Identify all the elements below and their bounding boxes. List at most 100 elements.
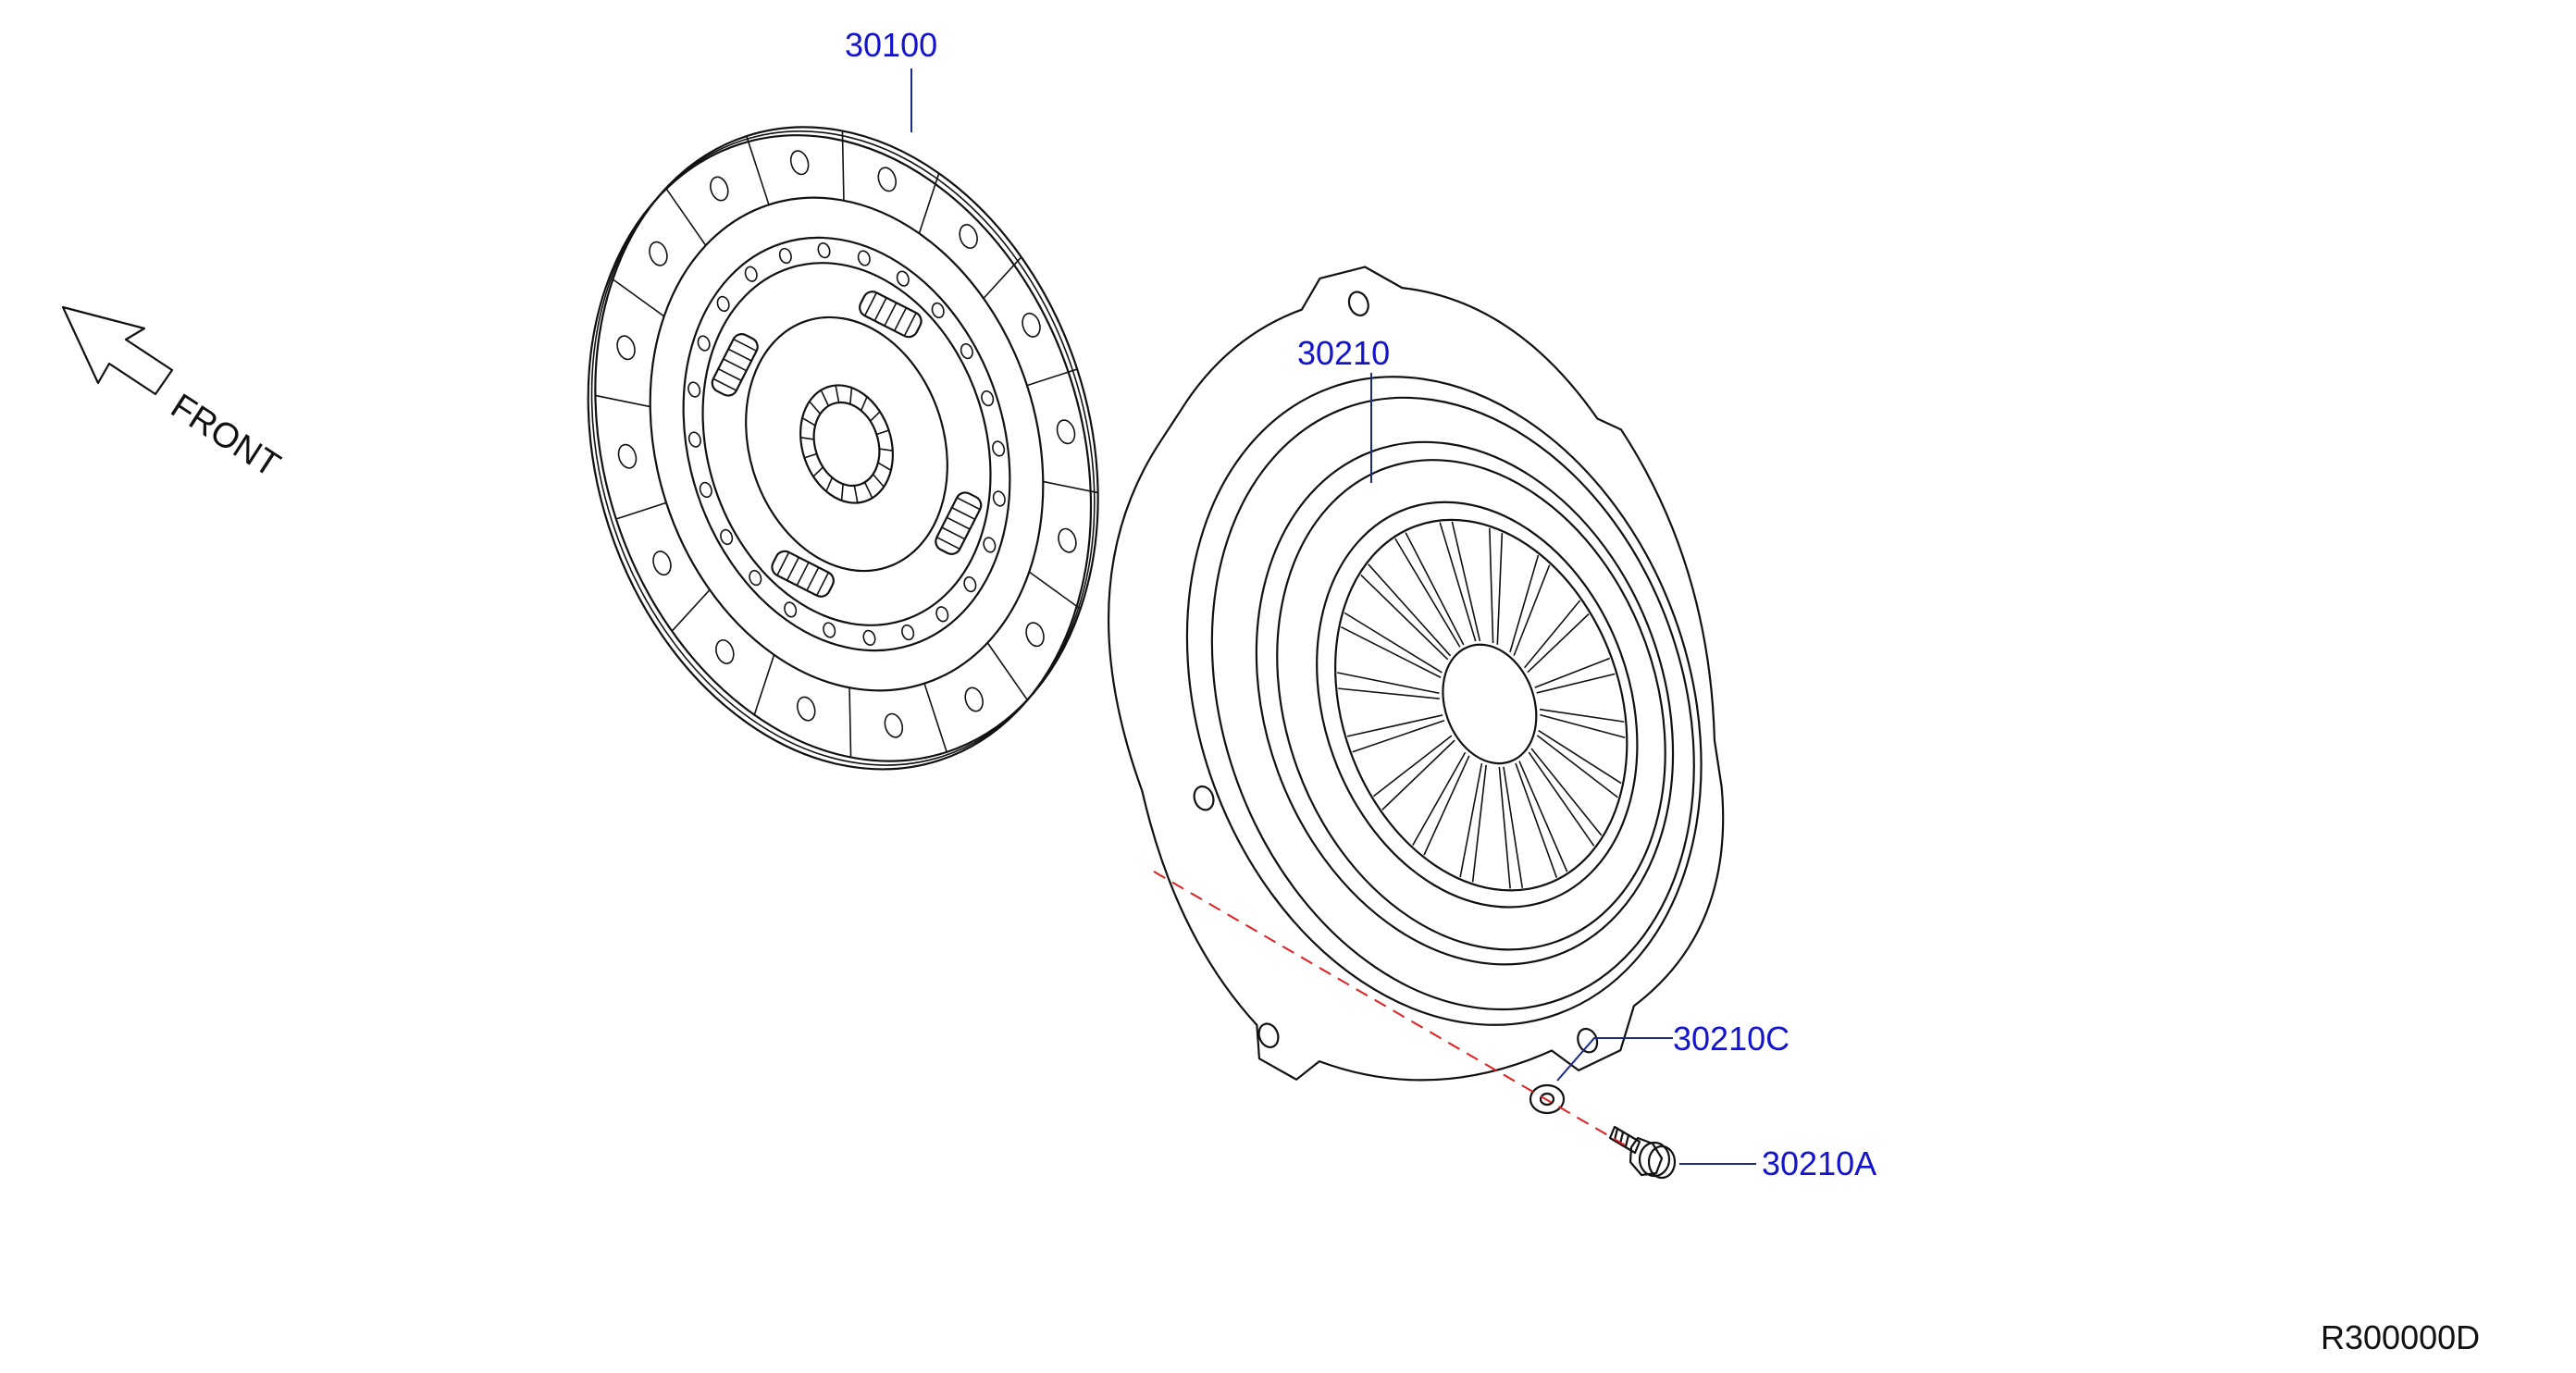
hub-rivet: [699, 481, 712, 499]
spline-tooth: [860, 396, 868, 412]
spline-tooth: [835, 385, 840, 403]
friction-segment-divider: [615, 501, 667, 520]
hub-rivet: [778, 247, 792, 265]
diaphragm-finger: [1412, 751, 1467, 846]
friction-segment-divider: [918, 173, 940, 234]
rivet-hole: [710, 176, 729, 202]
hub-rivet: [981, 390, 995, 407]
rivet-hole: [617, 443, 638, 469]
rivet-hole: [1022, 312, 1041, 338]
damper-spring: [771, 550, 835, 598]
diaphragm-finger: [1503, 766, 1524, 888]
clutch-disc[interactable]: [507, 61, 1179, 835]
hub-rivet: [901, 624, 915, 641]
spline-tooth: [879, 448, 893, 451]
diaphragm-finger: [1394, 538, 1461, 648]
hub-rivet: [963, 575, 977, 593]
diaphragm-finger: [1534, 657, 1611, 688]
callout-30100[interactable]: 30100: [845, 26, 938, 64]
diaphragm-finger: [1523, 600, 1581, 669]
hub-rivet: [749, 569, 762, 587]
diaphragm-finger: [1439, 522, 1477, 642]
spline-tooth: [872, 474, 885, 488]
spline-tooth: [820, 390, 830, 407]
damper-spring: [859, 291, 923, 339]
spline-tooth: [876, 429, 889, 436]
rivet-hole: [1025, 622, 1045, 648]
rivet-hole: [877, 167, 897, 192]
bolt[interactable]: [1608, 1125, 1677, 1180]
diaphragm-finger: [1381, 739, 1455, 810]
diaphragm-finger: [1530, 748, 1603, 836]
hub-rivet: [935, 606, 949, 623]
diaphragm-finger: [1372, 735, 1453, 798]
hub-rivet: [823, 622, 836, 638]
diaphragm-finger: [1471, 764, 1487, 883]
diaphragm-finger: [1513, 564, 1551, 656]
leader-30210C: [1556, 1037, 1673, 1082]
alignment-centerline: [1153, 871, 1629, 1148]
hub-rivet: [862, 629, 876, 647]
hub-rivet: [817, 241, 831, 259]
friction-segment-divider: [595, 394, 650, 408]
damper-spring: [711, 333, 759, 397]
diaphragm-finger: [1368, 563, 1452, 657]
damper-spring: [935, 491, 983, 555]
hub-rivet: [697, 335, 711, 352]
hub-rivet: [744, 266, 758, 282]
hub-rivet: [784, 601, 798, 618]
spline-tooth: [800, 437, 814, 440]
friction-segment-divider: [671, 588, 711, 632]
hub-rivet: [992, 490, 1006, 507]
diagram-code: R300000D: [2321, 1318, 2481, 1356]
friction-segment-divider: [1026, 368, 1078, 387]
diaphragm-finger: [1540, 713, 1626, 739]
spline-tooth: [801, 416, 816, 427]
hub-rivet: [983, 537, 997, 553]
diaphragm-finger: [1509, 554, 1540, 653]
diaphragm-finger: [1337, 672, 1440, 695]
diaphragm-finger: [1459, 762, 1483, 878]
spline-tooth: [809, 401, 822, 414]
spline-tooth: [804, 452, 817, 459]
diaphragm-finger: [1527, 613, 1590, 674]
spline-tooth: [863, 481, 873, 499]
diaphragm-finger: [1496, 533, 1504, 645]
hub-rivet: [716, 295, 730, 313]
friction-segment-divider: [841, 130, 845, 201]
diaphragm-finger: [1352, 719, 1445, 753]
diaphragm-finger: [1515, 762, 1558, 878]
diaphragm-finger: [1539, 708, 1625, 723]
hub-rivet: [687, 381, 701, 398]
diaphragm-finger: [1498, 766, 1511, 889]
rivet-hole: [964, 686, 984, 712]
hub-rivet: [720, 528, 734, 546]
spline-tooth: [849, 387, 853, 404]
diaphragm-finger: [1538, 729, 1622, 785]
spline-tooth: [840, 484, 844, 501]
hub-rivet: [857, 250, 871, 266]
diaphragm-finger: [1536, 673, 1616, 694]
callout-30210[interactable]: 30210: [1297, 334, 1391, 372]
spline-tooth: [853, 485, 859, 503]
friction-segment-divider: [753, 654, 775, 715]
rivet-hole: [884, 712, 904, 738]
spline-tooth: [877, 462, 892, 472]
diaphragm-finger: [1338, 687, 1440, 699]
callout-30210A[interactable]: 30210A: [1762, 1144, 1877, 1182]
friction-segment-divider: [848, 687, 852, 758]
friction-segment-divider: [983, 256, 1022, 300]
callout-30210C[interactable]: 30210C: [1673, 1020, 1790, 1058]
diaphragm-finger: [1360, 574, 1449, 661]
rivet-hole: [1056, 419, 1076, 445]
spline-tooth: [869, 411, 881, 422]
clutch-cover[interactable]: [993, 194, 1836, 1180]
rivet-hole: [715, 638, 735, 664]
spline-tooth: [812, 466, 824, 477]
rivet-hole: [959, 224, 978, 250]
rivet-hole: [789, 150, 810, 176]
washer[interactable]: [1529, 1083, 1566, 1115]
friction-segment-divider: [665, 187, 707, 246]
friction-segment-divider: [612, 278, 665, 317]
